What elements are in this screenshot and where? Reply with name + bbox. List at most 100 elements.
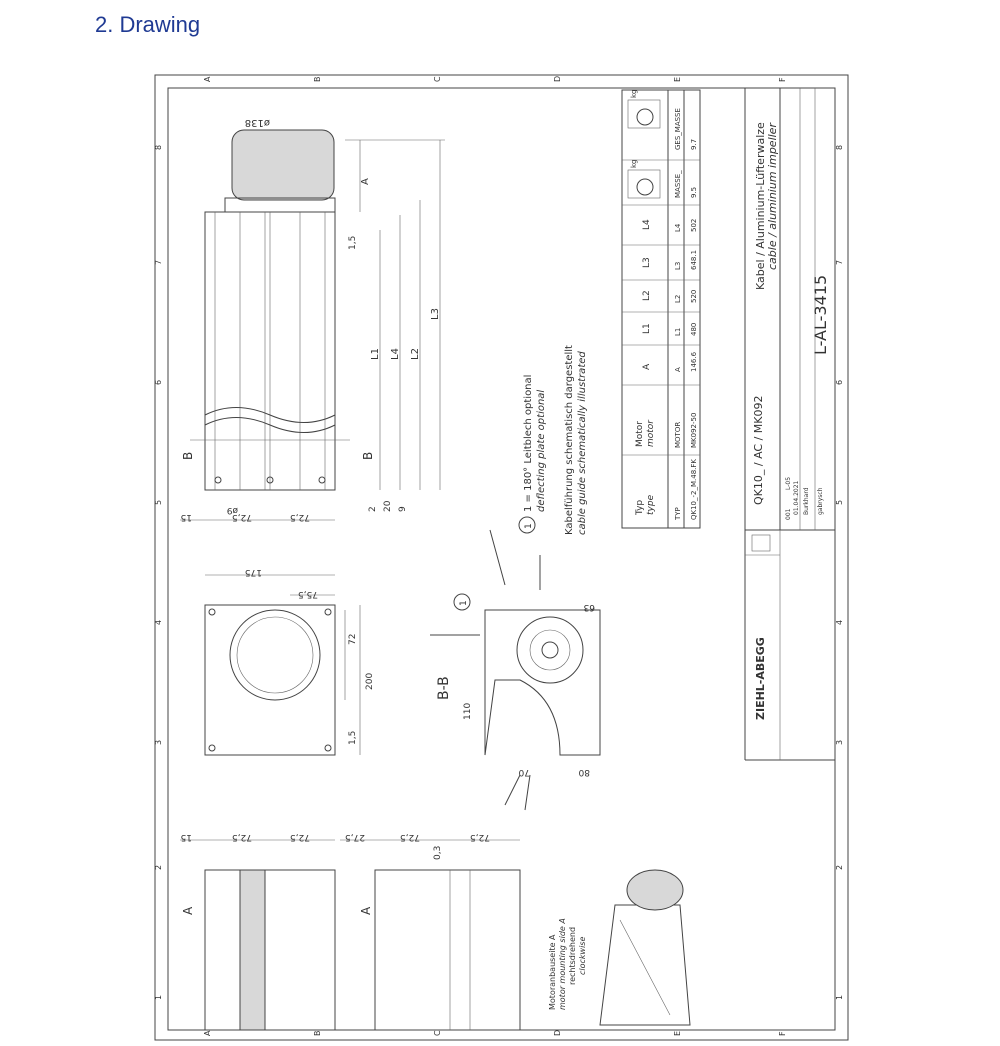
note-rotation-en: clockwise [578, 937, 587, 975]
grid-number: 8 [835, 145, 844, 150]
note-cable-guide-en: cable guide schematically illustrated [577, 351, 588, 535]
issue-date: 01.04.2021 [793, 480, 800, 515]
grid-letter: D [553, 1030, 562, 1036]
note-deflecting-plate: 1 = 180° Leitblech optional [523, 375, 534, 512]
dim-1-5: 1,5 [348, 236, 358, 250]
view-marker-a: A [181, 906, 195, 915]
grid-letter: A [203, 76, 212, 82]
dim-27-5: 27,5 [345, 832, 365, 842]
dim-175: 175 [245, 567, 262, 577]
ziehl-abegg-logo: ZIEHL-ABEGG [754, 637, 767, 720]
table-value: 648.1 [690, 250, 698, 270]
table-header-motor: Motor [635, 421, 645, 447]
grid-number: 6 [835, 380, 844, 385]
table-header-typ: Typ [635, 500, 645, 516]
dim-72-5: 72,5 [470, 832, 490, 842]
dim-15: 15 [181, 832, 192, 842]
table-value: 9.5 [690, 187, 698, 198]
dim-diameter-138: ø138 [245, 117, 270, 128]
dim-72: 72 [348, 634, 358, 645]
table-value: 9.7 [690, 139, 698, 150]
grid-number: 7 [154, 260, 163, 265]
outer-frame [154, 74, 849, 1041]
grid-letter: F [778, 77, 787, 82]
table-value: MK092-50 [690, 413, 698, 448]
grid-number: 1 [835, 995, 844, 1000]
note-mounting-side: Motoranbauseite A [548, 934, 557, 1010]
grid-letter: E [673, 77, 682, 82]
kg-label: kg [630, 90, 638, 99]
grid-number: 2 [835, 865, 844, 870]
callout-1: 1 [524, 523, 534, 529]
grid-number: 1 [154, 995, 163, 1000]
dim-72-5: 72,5 [290, 512, 310, 522]
view-marker-a: A [359, 906, 373, 915]
dim-72-5: 72,5 [232, 512, 252, 522]
dim-15: 15 [181, 512, 192, 522]
title-en: cable / aluminium impeller [766, 122, 779, 270]
creator: Burkhard [803, 487, 810, 515]
grid-number: 3 [154, 740, 163, 745]
grid-letter: D [553, 76, 562, 82]
grid-number: 5 [154, 500, 163, 505]
index: 001 [785, 508, 792, 520]
dim-1-5: 1,5 [348, 731, 358, 745]
table-value: QK10_-2_M.48.FK [690, 459, 698, 520]
approver: gabrysch [817, 487, 824, 515]
dim-a: A [360, 178, 371, 185]
dim-2: 2 [368, 506, 378, 512]
drawing-number: L-AL-3415 [811, 275, 830, 355]
grid-number: 8 [154, 145, 163, 150]
dim-72-5: 72,5 [290, 832, 310, 842]
projection-symbol-icon [751, 534, 771, 552]
section-marker-b: B [361, 452, 375, 460]
table-key: MASSE_ [674, 170, 682, 198]
dim-63: 63 [584, 602, 595, 612]
dim-l2: L2 [410, 348, 421, 360]
note-cable-guide: Kabelführung schematisch dargestellt [564, 345, 575, 535]
table-key: TYP [674, 507, 682, 521]
dim-20: 20 [383, 500, 393, 512]
dim-l1: L1 [370, 348, 381, 360]
table-header-l3: L3 [642, 257, 652, 268]
section-b-b-view: 1 B-B 110 63 70 80 [430, 529, 601, 811]
designation: QK10_ / AC / MK092 [752, 396, 765, 505]
grid-number: 2 [154, 865, 163, 870]
fan-end-view: 175 75,5 72 200 1,5 [204, 567, 375, 756]
version: L-05 [785, 477, 792, 490]
section-heading: 2. Drawing [95, 12, 201, 37]
dim-80: 80 [578, 767, 590, 777]
kg-label: kg [630, 160, 638, 169]
dim-9: 9 [398, 506, 408, 512]
grid-letter: C [433, 1030, 442, 1036]
grid-letter: C [433, 76, 442, 82]
grid-letter: E [673, 1031, 682, 1036]
grid-number: 3 [835, 740, 844, 745]
table-header-l4: L4 [642, 219, 652, 230]
dim-72-5: 72,5 [400, 832, 420, 842]
table-key: MOTOR [674, 422, 682, 448]
grid-letter: A [203, 1030, 212, 1036]
drawing-notes: 1 1 = 180° Leitblech optional deflecting… [518, 345, 588, 535]
note-deflecting-plate-en: deflecting plate optional [536, 390, 547, 512]
table-key: L1 [674, 328, 682, 336]
table-key: GES_MASSE [674, 108, 682, 150]
dim-70: 70 [518, 767, 530, 777]
table-key: L4 [674, 223, 682, 232]
grid-letter: B [313, 1031, 322, 1037]
table-header-a: A [642, 363, 652, 370]
table-value: 480 [690, 323, 698, 336]
fan-isometric-sketch [599, 869, 691, 1026]
fan-side-views: 15 72,5 72,5 27,5 72,5 72,5 0,3 A A Moto… [180, 832, 587, 1031]
grid-number: 7 [835, 260, 844, 265]
grid-letter: F [778, 1031, 787, 1036]
dim-diameter-9: ø9 [226, 505, 238, 515]
section-marker-b: B [181, 452, 195, 460]
note-rotation: rechtsdrehend [568, 927, 577, 985]
dim-l4: L4 [390, 348, 401, 360]
title-de: Kabel / Aluminium-Lüfterwalze [754, 122, 767, 290]
dim-0-3: 0,3 [433, 846, 443, 860]
